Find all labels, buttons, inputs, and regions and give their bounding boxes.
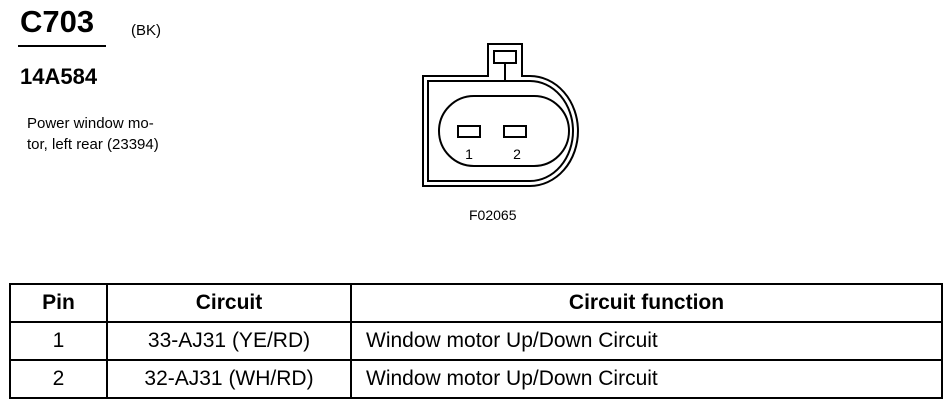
description-line-2: tor, left rear (23394)	[27, 136, 159, 153]
circuit-cell: 32-AJ31 (WH/RD)	[106, 359, 352, 399]
pin-2-label: 2	[513, 146, 521, 162]
table-row: 1 33-AJ31 (YE/RD) Window motor Up/Down C…	[9, 321, 943, 361]
column-header-circuit-function: Circuit function	[350, 283, 943, 323]
pin-2-terminal	[503, 125, 527, 138]
circuit-function-cell: Window motor Up/Down Circuit	[350, 321, 943, 361]
column-header-circuit: Circuit	[106, 283, 352, 323]
terminal-cavity	[438, 95, 570, 167]
circuit-cell: 33-AJ31 (YE/RD)	[106, 321, 352, 361]
connector-id: C703	[20, 4, 95, 39]
circuit-function-cell: Window motor Up/Down Circuit	[350, 359, 943, 399]
column-header-pin: Pin	[9, 283, 108, 323]
description-line-1: Power window mo-	[27, 115, 154, 132]
pin-1-terminal	[457, 125, 481, 138]
table-row: 2 32-AJ31 (WH/RD) Window motor Up/Down C…	[9, 359, 943, 399]
pin-cell: 2	[9, 359, 108, 399]
connector-latch-tab	[493, 50, 517, 64]
connector-housing-inner	[427, 80, 574, 182]
connector-housing-outer	[422, 43, 579, 187]
pin-table: Pin Circuit Circuit function 1 33-AJ31 (…	[9, 283, 943, 399]
part-number: 14A584	[20, 64, 98, 89]
connector-description: Power window mo- tor, left rear (23394)	[27, 113, 197, 155]
figure-id: F02065	[469, 207, 517, 223]
table-header-row: Pin Circuit Circuit function	[9, 283, 943, 323]
pin-cell: 1	[9, 321, 108, 361]
connector-color: (BK)	[131, 22, 161, 39]
connector-face-diagram: 1 2	[422, 43, 579, 187]
connector-id-underline	[18, 45, 106, 47]
pin-1-label: 1	[465, 146, 473, 162]
